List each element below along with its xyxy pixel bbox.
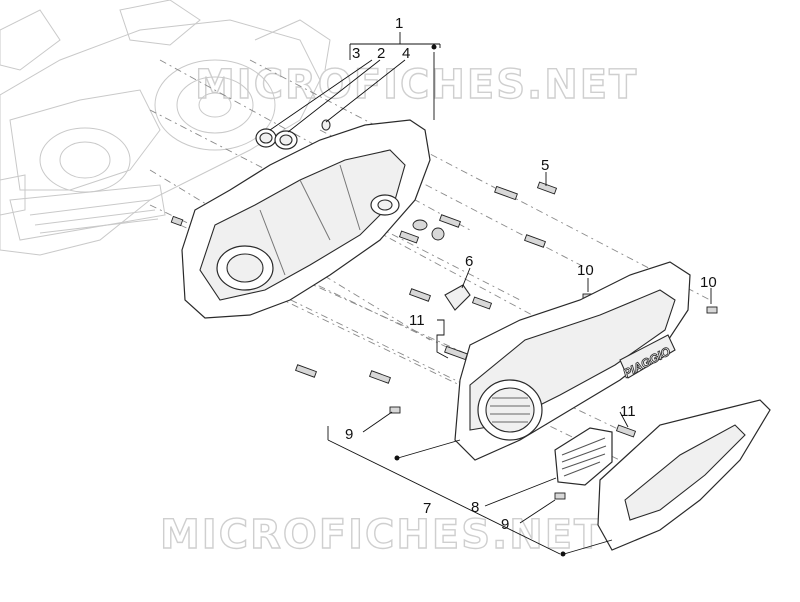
callout-6: 6 [465, 253, 473, 270]
callout-11-left: 11 [409, 312, 425, 329]
callout-9-left: 9 [345, 426, 353, 443]
engine-ghost-drawing [0, 0, 331, 256]
air-grille [554, 427, 613, 486]
callout-7: 7 [423, 500, 431, 517]
callout-10-right: 10 [700, 274, 717, 291]
callout-3: 3 [352, 45, 360, 62]
bearing-and-rings [255, 119, 331, 150]
callout-4: 4 [402, 45, 410, 62]
callout-labels: 1 3 2 4 5 6 10 10 11 11 9 9 7 8 [345, 15, 717, 533]
callout-2: 2 [377, 45, 385, 62]
callout-9-bottom: 9 [501, 516, 509, 533]
bullet-dot [394, 455, 400, 461]
callout-8: 8 [471, 499, 479, 516]
callout-11-right: 11 [620, 403, 636, 420]
side-panel-cover [597, 399, 771, 551]
callout-5: 5 [541, 157, 549, 174]
watermark-top: MICROFICHES.NET [195, 62, 638, 108]
bullet-dot [431, 44, 437, 50]
callout-1: 1 [395, 15, 403, 32]
watermark-bottom: MICROFICHES.NET [160, 512, 603, 558]
callout-10-left: 10 [577, 262, 594, 279]
inner-transmission-cover [181, 119, 431, 319]
leader-lines [269, 32, 712, 557]
bolts [170, 181, 718, 500]
bullet-dot [560, 551, 566, 557]
